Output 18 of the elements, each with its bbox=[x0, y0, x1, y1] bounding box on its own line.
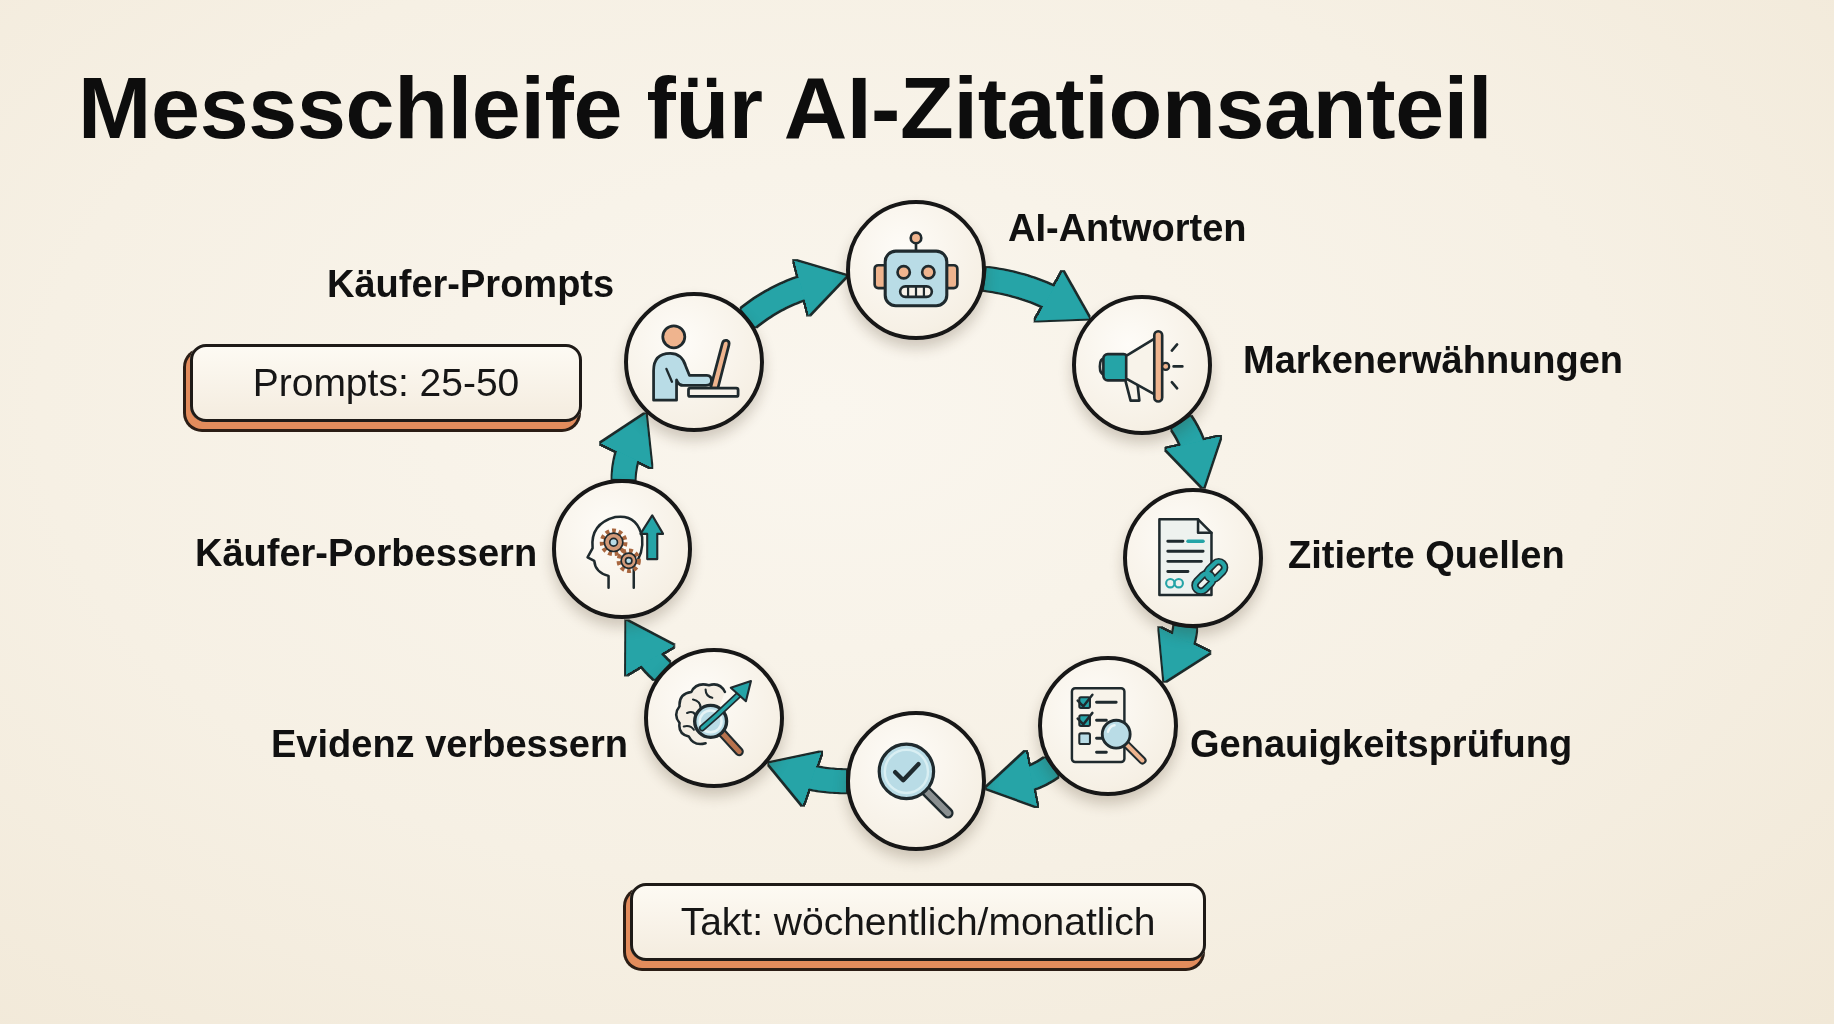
step-label: Käufer-Porbessern bbox=[195, 534, 538, 572]
step-circle bbox=[1123, 488, 1263, 628]
step-label: Evidenz verbessern bbox=[271, 725, 628, 763]
step-circle bbox=[846, 200, 986, 340]
step-circle bbox=[846, 711, 986, 851]
step-label: Markenerwähnungen bbox=[1243, 341, 1624, 379]
title: Messschleife für AI-Zitationsanteil bbox=[78, 64, 1493, 152]
step-label: Zitierte Quellen bbox=[1288, 536, 1565, 574]
step-label: Käufer-Prompts bbox=[327, 265, 615, 303]
cycle-arrow bbox=[739, 260, 846, 327]
step-circle bbox=[1038, 656, 1178, 796]
step-circle bbox=[624, 292, 764, 432]
step-circle bbox=[1072, 295, 1212, 435]
step-circle bbox=[552, 479, 692, 619]
step-label: Genauigkeitsprüfung bbox=[1190, 725, 1573, 763]
cycle-arrow bbox=[626, 621, 675, 682]
step-label: AI-Antworten bbox=[1008, 209, 1247, 247]
step-circle bbox=[644, 648, 784, 788]
